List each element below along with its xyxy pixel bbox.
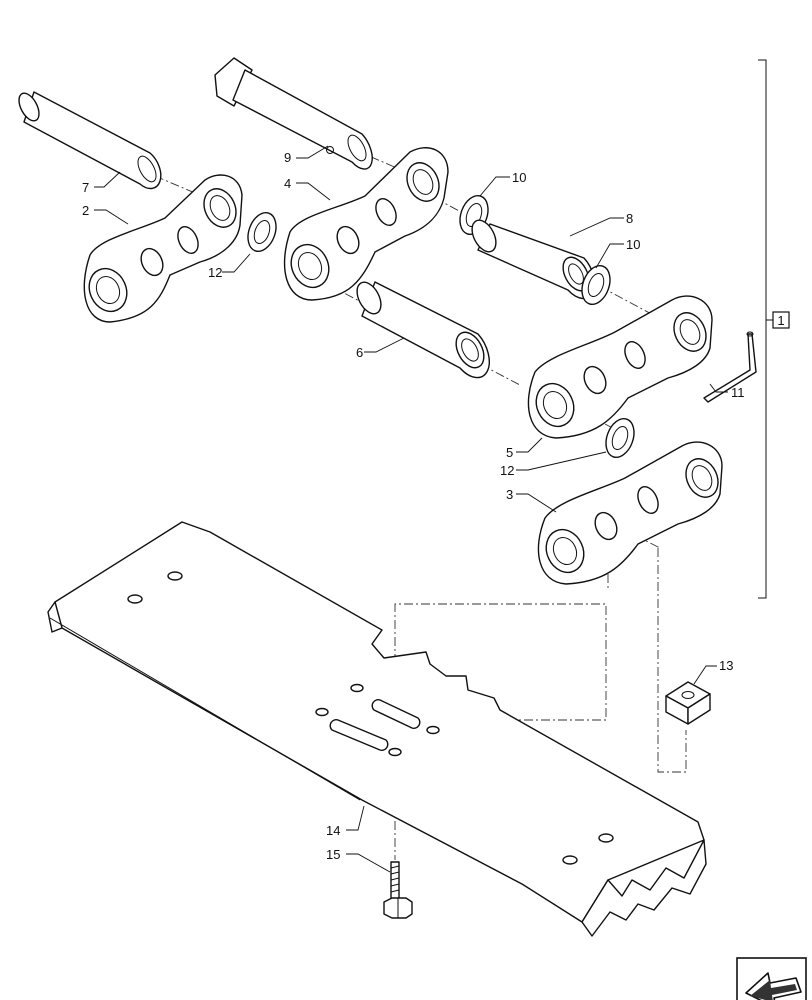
callout-1: 1 (777, 313, 784, 328)
track-shoe-14[interactable] (47, 521, 707, 937)
callout-10a[interactable]: 10 (512, 170, 526, 185)
track-link-2[interactable] (82, 174, 243, 323)
bushing-6[interactable] (352, 278, 490, 379)
callout-1-box[interactable]: 1 (772, 311, 790, 329)
callout-12a[interactable]: 12 (208, 265, 222, 280)
callout-12b[interactable]: 12 (500, 463, 514, 478)
callout-9[interactable]: 9 (284, 150, 291, 165)
square-nut-13[interactable] (665, 681, 711, 725)
track-link-5[interactable] (527, 295, 713, 439)
track-link-3[interactable] (537, 441, 724, 585)
headed-pin-9[interactable] (214, 57, 373, 170)
seal-10-lower[interactable] (577, 262, 615, 308)
callout-11[interactable]: 11 (731, 385, 745, 400)
leader-lines (94, 145, 728, 873)
callout-10b[interactable]: 10 (626, 237, 640, 252)
callout-5[interactable]: 5 (506, 445, 513, 460)
view-direction-arrow-icon[interactable] (736, 957, 807, 1000)
callout-3[interactable]: 3 (506, 487, 513, 502)
track-link-4[interactable] (283, 147, 449, 301)
callout-2[interactable]: 2 (82, 203, 89, 218)
callout-13[interactable]: 13 (719, 658, 733, 673)
callout-7[interactable]: 7 (82, 180, 89, 195)
washer-12-lower[interactable] (601, 415, 639, 461)
bolt-15[interactable] (383, 861, 413, 919)
callout-4[interactable]: 4 (284, 176, 291, 191)
assembly-bracket (758, 59, 773, 599)
callout-labels: 7 2 9 4 12 10 8 10 6 11 5 12 3 13 14 15 (82, 150, 745, 862)
callout-15[interactable]: 15 (326, 847, 340, 862)
callout-6[interactable]: 6 (356, 345, 363, 360)
callout-14[interactable]: 14 (326, 823, 340, 838)
bushing-8[interactable] (467, 216, 596, 300)
washer-12-upper[interactable] (243, 209, 281, 255)
pin-11[interactable] (703, 331, 757, 403)
callout-8[interactable]: 8 (626, 211, 633, 226)
pin-7[interactable] (15, 90, 162, 190)
